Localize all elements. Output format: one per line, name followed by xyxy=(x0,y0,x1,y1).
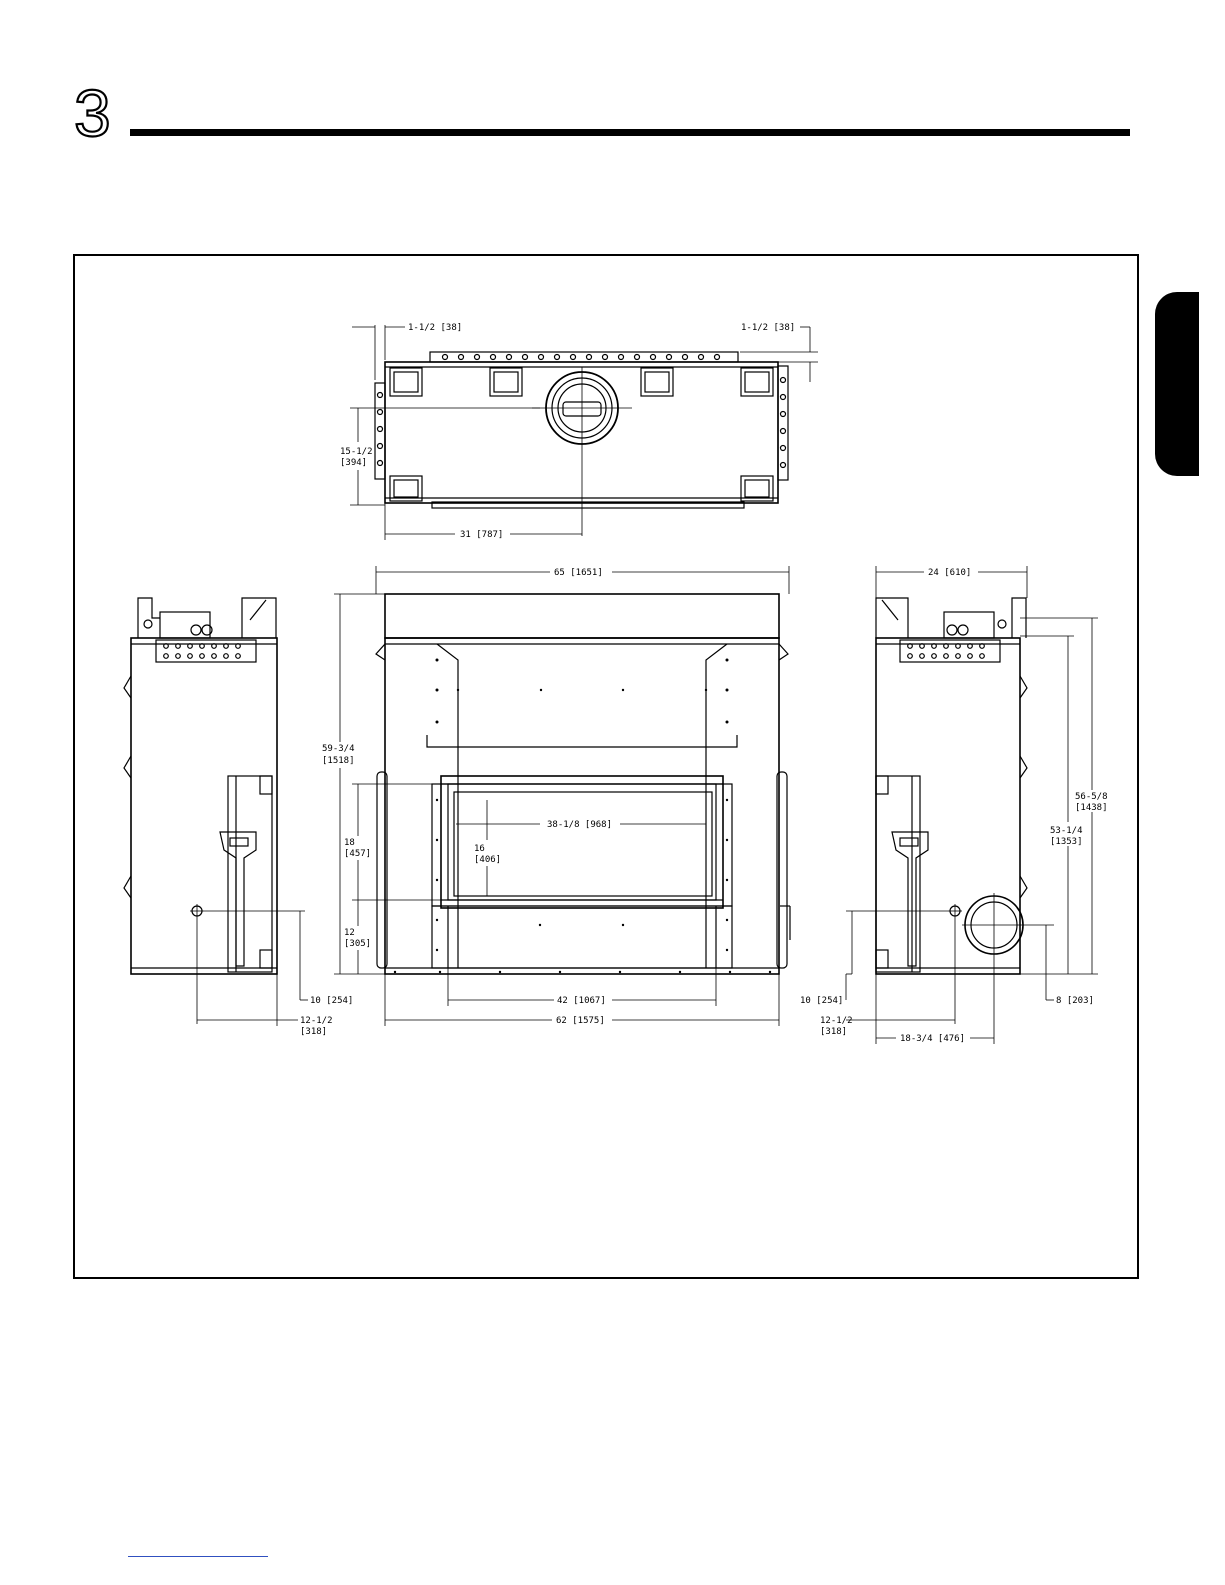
dim-right-height-b-1: 53-1/4 xyxy=(1050,826,1083,836)
dim-right-gas-depth-a: 12-1/2 xyxy=(820,1016,853,1026)
dim-front-width-bottom: 62 [1575] xyxy=(556,1016,605,1026)
dim-top-depth-a: 15-1/2 xyxy=(340,447,373,457)
dim-right-gas-depth-b: [318] xyxy=(820,1027,847,1037)
dim-right-gas-height: 10 [254] xyxy=(800,996,843,1006)
dim-top-flue-center: 31 [787] xyxy=(460,530,503,540)
dim-opening-base-b: [305] xyxy=(344,939,371,949)
dim-opening-height-b: [406] xyxy=(474,855,501,865)
front-dots xyxy=(394,659,771,974)
dim-opening-outer-b: [457] xyxy=(344,849,371,859)
front-dimension-lines xyxy=(334,566,789,1026)
flue-collar xyxy=(532,367,632,536)
right-side-view xyxy=(846,566,1098,1044)
dim-left-gas-depth-a: 12-1/2 xyxy=(300,1016,333,1026)
dim-top-left-offset: 1-1/2 [38] xyxy=(408,323,462,333)
dim-left-gas-depth-b: [318] xyxy=(300,1027,327,1037)
dim-right-height-b-2: [1353] xyxy=(1050,837,1083,847)
footer-underline xyxy=(128,1556,268,1557)
top-brackets xyxy=(390,368,773,501)
dim-right-vent-depth: 18-3/4 [476] xyxy=(900,1034,965,1044)
dim-top-right-offset: 1-1/2 [38] xyxy=(741,323,795,333)
left-side-view xyxy=(124,598,308,1026)
dim-front-height-a: 59-3/4 xyxy=(322,744,355,754)
dim-opening-width: 38-1/8 [968] xyxy=(547,820,612,830)
front-view xyxy=(334,566,790,1026)
dim-front-height-b: [1518] xyxy=(322,756,355,766)
dim-right-height-a-2: [1438] xyxy=(1075,803,1108,813)
dim-front-inner-width: 42 [1067] xyxy=(557,996,606,1006)
dimension-labels: 1-1/2 [38] 1-1/2 [38] 15-1/2 [394] 31 [7… xyxy=(300,323,1108,1044)
right-vent-holes xyxy=(908,644,985,659)
dim-right-height-a-1: 56-5/8 xyxy=(1075,792,1108,802)
dim-opening-base-a: 12 xyxy=(344,928,355,938)
left-vent-holes xyxy=(164,644,241,659)
dim-right-depth: 24 [610] xyxy=(928,568,971,578)
dim-right-vent-height: 8 [203] xyxy=(1056,996,1094,1006)
dim-opening-outer-a: 18 xyxy=(344,838,355,848)
dim-top-depth-b: [394] xyxy=(340,458,367,468)
top-view xyxy=(350,325,818,540)
dim-left-gas-height: 10 [254] xyxy=(310,996,353,1006)
dim-front-width-top: 65 [1651] xyxy=(554,568,603,578)
dim-opening-height-a: 16 xyxy=(474,844,485,854)
